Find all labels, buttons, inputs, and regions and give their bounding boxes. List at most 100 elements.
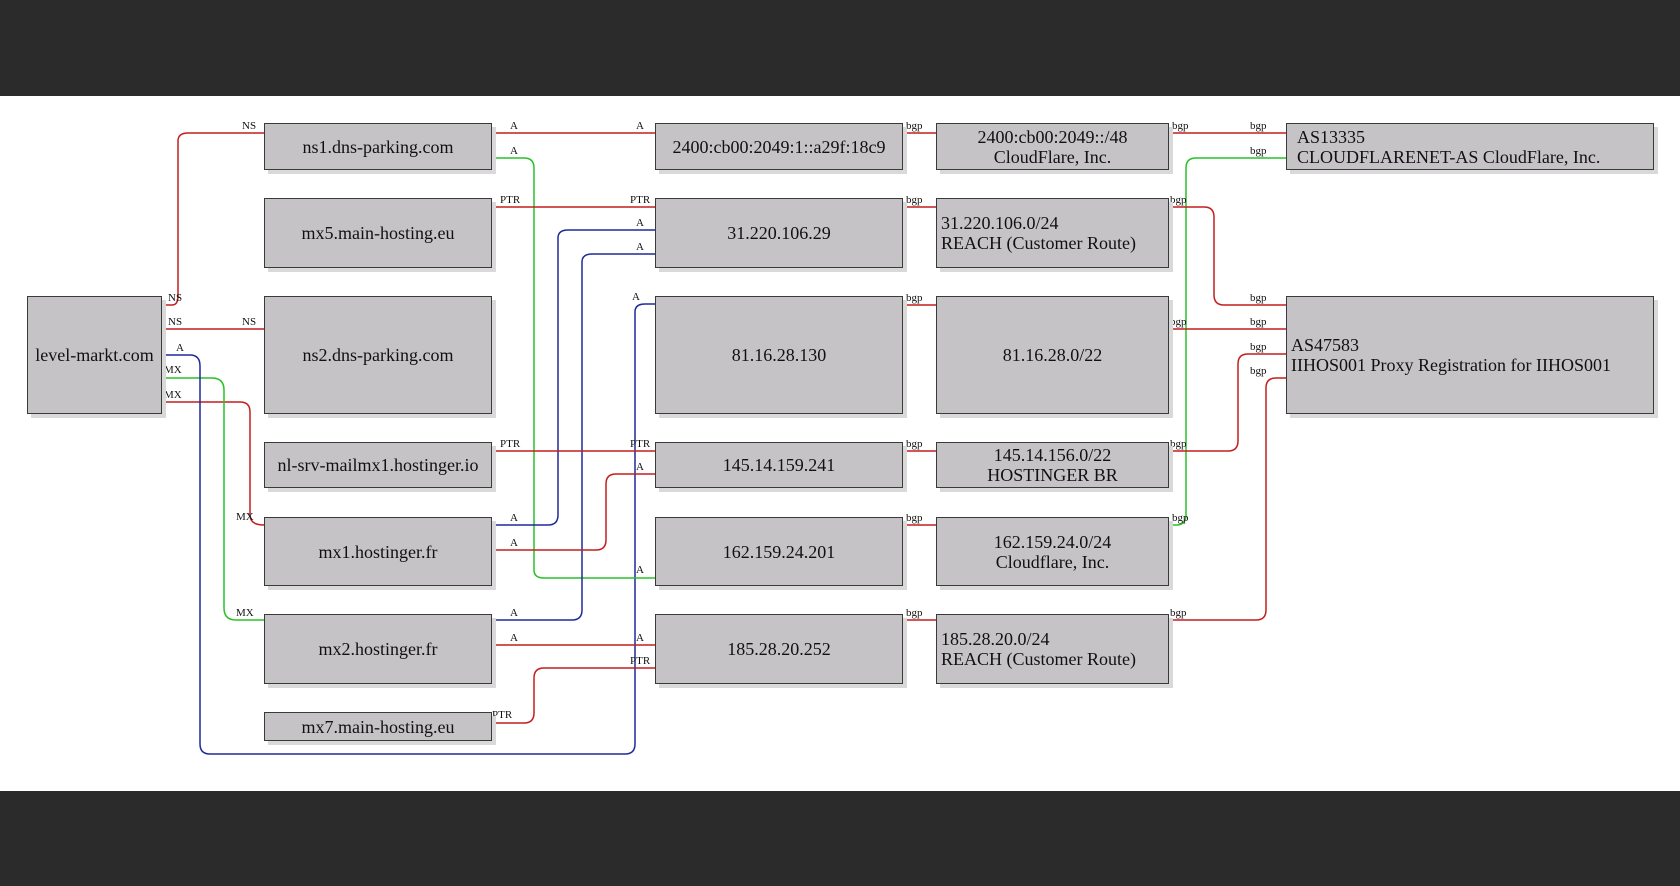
node-ip-145-14-159-241[interactable]: 145.14.159.241 xyxy=(655,442,903,488)
edge-mx7-ip185-ptr: PTR PTR xyxy=(492,655,655,724)
node-text-line: 162.159.24.201 xyxy=(722,541,836,562)
edge-label: NS xyxy=(242,120,256,132)
node-mx1-hostinger-fr[interactable]: mx1.hostinger.fr xyxy=(264,517,492,586)
edge-label: PTR xyxy=(500,194,521,206)
edge-ns1-ip162: AA xyxy=(492,145,655,579)
edge-label: bgp xyxy=(1170,316,1187,328)
node-mx7-main-hosting-eu[interactable]: mx7.main-hosting.eu xyxy=(264,712,492,741)
edge-label: bgp xyxy=(906,120,923,132)
node-mx5-main-hosting-eu[interactable]: mx5.main-hosting.eu xyxy=(264,198,492,268)
edge-line xyxy=(162,132,264,306)
node-text-line: 2400:cb00:2049::/48 xyxy=(977,126,1128,147)
node-text-line: 185.28.20.0/24 xyxy=(941,629,1050,649)
edge-line xyxy=(492,229,655,526)
edge-label: bgp xyxy=(906,607,923,619)
edge-pfx145-as47583: bgp bgp xyxy=(1169,341,1286,452)
node-text-line: 2400:cb00:2049:1::a29f:18c9 xyxy=(672,136,886,157)
node-text-line: 185.28.20.252 xyxy=(727,639,831,659)
edge-label: PTR xyxy=(630,438,651,450)
edge-mx1-ip145-a: AA xyxy=(492,461,655,551)
edge-line xyxy=(492,157,655,579)
node-level-markt-com[interactable]: level-markt.com xyxy=(27,296,162,414)
edge-pfx81-as47583: bgp bgp xyxy=(1169,316,1286,330)
edge-label: A xyxy=(636,461,644,473)
edge-line xyxy=(492,667,655,724)
edge-label: bgp xyxy=(1172,512,1189,524)
edge-label: bgp xyxy=(1250,145,1267,157)
edge-label: bgp xyxy=(906,292,923,304)
edge-label: bgp xyxy=(1170,607,1187,619)
edge-label: PTR xyxy=(492,709,513,721)
edge-line xyxy=(1169,206,1286,306)
edge-line xyxy=(1169,157,1286,526)
edge-label: PTR xyxy=(500,438,521,450)
node-ip-81-16-28-130[interactable]: 81.16.28.130 xyxy=(655,296,903,414)
edge-label: MX xyxy=(164,364,182,376)
node-ns2-dns-parking-com[interactable]: ns2.dns-parking.com xyxy=(264,296,492,414)
edge-label: bgp xyxy=(1250,365,1267,377)
edge-ip185-pfx185: bgp xyxy=(903,607,936,621)
node-text-line: 145.14.156.0/22 xyxy=(993,445,1112,465)
node-text-line: mx5.main-hosting.eu xyxy=(301,223,455,243)
node-ip-2400-cb00-2049-1-a29f-18c9[interactable]: 2400:cb00:2049:1::a29f:18c9 xyxy=(655,123,903,170)
node-text-line: nl-srv-mailmx1.hostinger.io xyxy=(277,455,479,475)
node-text-line: REACH (Customer Route) xyxy=(941,649,1136,669)
edge-domain-mx2: MX MX xyxy=(162,364,264,621)
node-ip-162-159-24-201[interactable]: 162.159.24.201 xyxy=(655,517,903,586)
edge-domain-ip81-a: AA xyxy=(162,291,655,755)
edge-line xyxy=(162,377,264,621)
node-ip-185-28-20-252[interactable]: 185.28.20.252 xyxy=(655,614,903,684)
edge-label: bgp xyxy=(906,194,923,206)
edge-label: bgp xyxy=(1250,341,1267,353)
node-text-line: mx7.main-hosting.eu xyxy=(301,716,455,737)
node-ns1-dns-parking-com[interactable]: ns1.dns-parking.com xyxy=(264,123,492,170)
edge-label: A xyxy=(510,632,518,644)
edge-ip162-pfx162: bgp xyxy=(903,512,936,526)
edge-label: MX xyxy=(164,389,182,401)
edge-line xyxy=(162,303,655,755)
node-mx2-hostinger-fr[interactable]: mx2.hostinger.fr xyxy=(264,614,492,684)
node-ip-31-220-106-29[interactable]: 31.220.106.29 xyxy=(655,198,903,268)
edge-pfx162-as13335: bgp bgp xyxy=(1169,145,1286,526)
node-text-line: level-markt.com xyxy=(35,345,154,365)
node-text-line: 162.159.24.0/24 xyxy=(993,531,1112,552)
edge-line xyxy=(1169,353,1286,452)
edge-label: A xyxy=(510,145,518,157)
edge-label: A xyxy=(510,607,518,619)
edge-line xyxy=(1169,377,1286,621)
edge-label: PTR xyxy=(630,655,651,667)
edge-label: A xyxy=(636,632,644,644)
edge-pfx185-as47583: bgp bgp xyxy=(1169,365,1286,621)
node-text-line: 145.14.159.241 xyxy=(722,455,836,475)
edge-label: bgp xyxy=(1250,120,1267,132)
node-text-line: 31.220.106.0/24 xyxy=(941,213,1059,233)
node-text-line: Cloudflare, Inc. xyxy=(995,551,1110,572)
node-nl-srv-mailmx1-hostinger-io[interactable]: nl-srv-mailmx1.hostinger.io xyxy=(264,442,492,488)
edge-label: bgp xyxy=(1170,438,1187,450)
node-text-line: CloudFlare, Inc. xyxy=(993,146,1112,167)
node-prefix-81-16-28-0-22[interactable]: 81.16.28.0/22 xyxy=(936,296,1169,414)
edge-label: bgp xyxy=(1250,316,1267,328)
edge-label: A xyxy=(636,241,644,253)
node-text-line: REACH (Customer Route) xyxy=(941,233,1136,253)
node-text-line: ns1.dns-parking.com xyxy=(302,136,454,157)
edge-label: A xyxy=(510,512,518,524)
edge-mx2-ip31-a: AA xyxy=(492,241,655,621)
edge-ip81-pfx81: bgp xyxy=(903,292,936,306)
